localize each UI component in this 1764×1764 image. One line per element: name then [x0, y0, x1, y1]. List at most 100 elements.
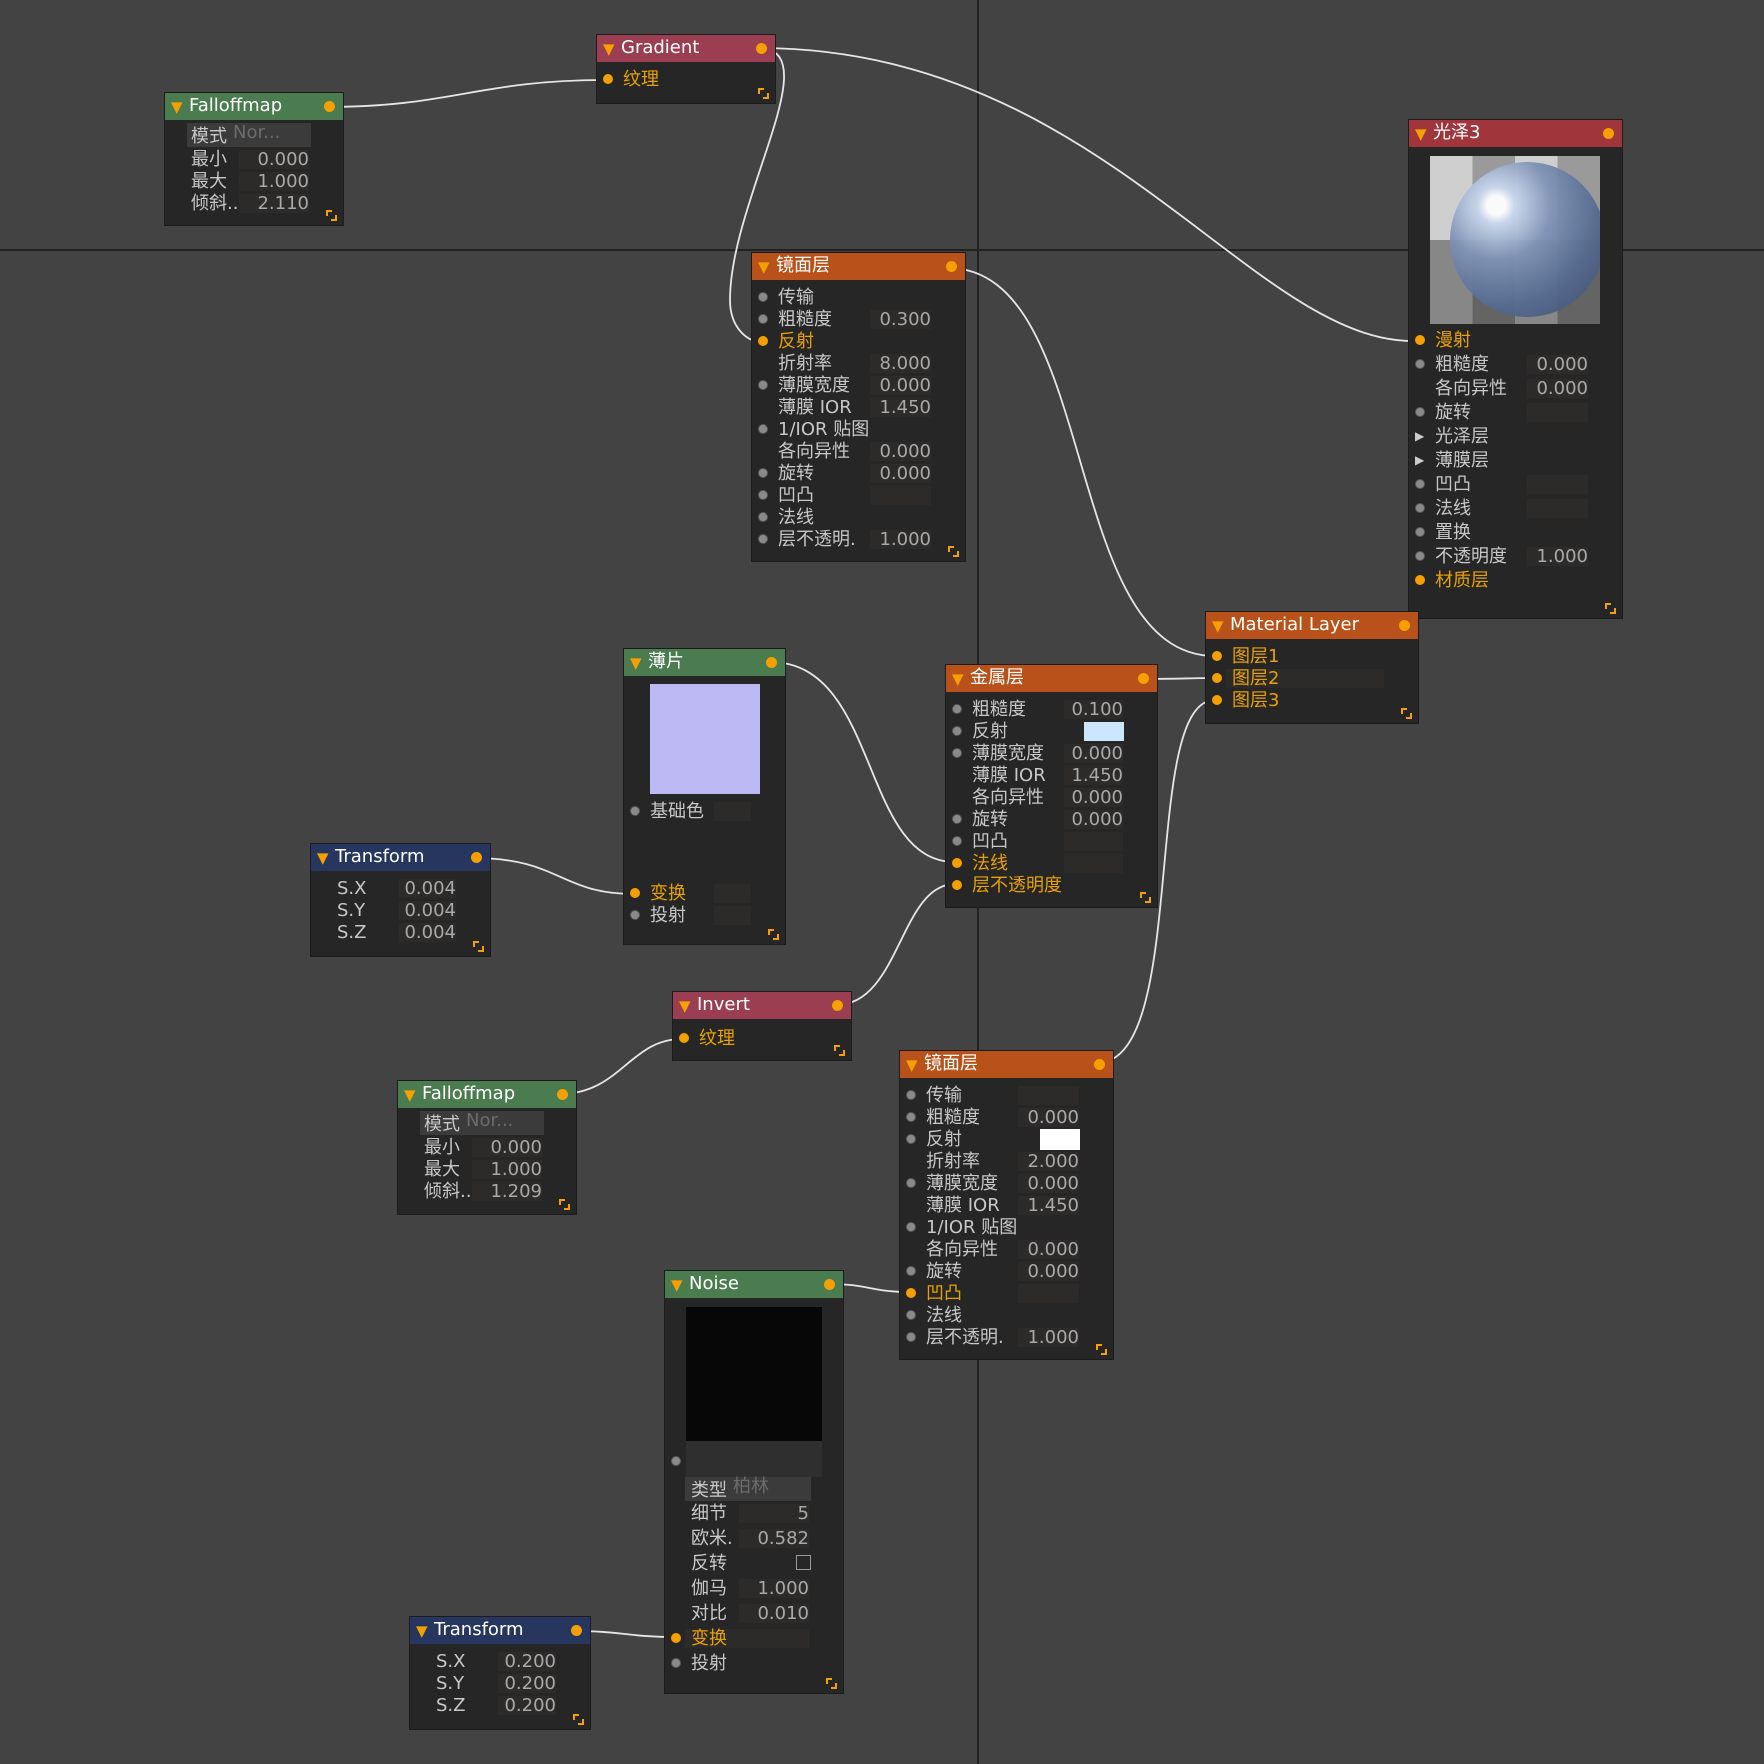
rotation-field[interactable] [1018, 1262, 1079, 1281]
input-port[interactable] [1415, 407, 1425, 417]
input-port[interactable] [906, 1134, 916, 1144]
input-port[interactable] [1415, 575, 1425, 585]
node-header[interactable]: ▼ Invert [673, 992, 851, 1019]
output-port[interactable] [832, 1000, 843, 1011]
collapse-triangle-icon[interactable]: ▼ [171, 98, 183, 116]
input-port[interactable] [1415, 551, 1425, 561]
reflect-color-swatch[interactable] [1040, 1129, 1080, 1150]
param-label[interactable]: 光泽层 [1435, 426, 1489, 447]
input-port[interactable] [906, 1332, 916, 1342]
reflect-color-swatch[interactable] [1084, 722, 1124, 741]
ior-field[interactable] [870, 354, 931, 373]
param-label[interactable]: 薄膜层 [1435, 450, 1489, 471]
collapse-triangle-icon[interactable]: ▼ [416, 1622, 428, 1640]
gamma-field[interactable] [739, 1579, 809, 1598]
input-port[interactable] [758, 424, 768, 434]
output-port[interactable] [571, 1625, 582, 1636]
collapse-triangle-icon[interactable]: ▼ [1415, 125, 1427, 143]
min-field[interactable] [239, 150, 309, 169]
input-port[interactable] [952, 726, 962, 736]
tilt-field[interactable] [472, 1182, 542, 1201]
film-width-field[interactable] [1018, 1174, 1079, 1193]
output-port[interactable] [1399, 620, 1410, 631]
expand-icon[interactable] [1605, 603, 1616, 614]
collapse-triangle-icon[interactable]: ▼ [404, 1086, 416, 1104]
expand-icon[interactable] [834, 1045, 845, 1056]
collapse-triangle-icon[interactable]: ▼ [906, 1056, 918, 1074]
texture-input-port[interactable] [603, 74, 613, 84]
opacity-field[interactable] [1527, 547, 1588, 566]
sx-field[interactable] [399, 879, 456, 898]
expand-icon[interactable] [573, 1714, 584, 1725]
input-port[interactable] [758, 336, 768, 346]
collapse-triangle-icon[interactable]: ▼ [952, 670, 964, 688]
roughness-field[interactable] [1527, 355, 1588, 374]
base-color-field[interactable] [714, 802, 751, 821]
normal-field[interactable] [1064, 854, 1123, 873]
min-field[interactable] [472, 1138, 542, 1157]
transform-field[interactable] [685, 1629, 809, 1648]
collapse-triangle-icon[interactable]: ▼ [758, 258, 770, 276]
node-header[interactable]: ▼ Noise [665, 1271, 843, 1298]
film-width-field[interactable] [870, 376, 931, 395]
node-material-layer[interactable]: ▼ Material Layer 图层1 图层2 图层3 [1205, 611, 1419, 724]
expand-icon[interactable] [473, 941, 484, 952]
input-port[interactable] [758, 292, 768, 302]
roughness-field[interactable] [1018, 1108, 1079, 1127]
input-port[interactable] [952, 748, 962, 758]
max-field[interactable] [239, 172, 309, 191]
expand-icon[interactable] [1401, 708, 1412, 719]
input-port[interactable] [1415, 527, 1425, 537]
rotation-field[interactable] [870, 464, 931, 483]
collapse-triangle-icon[interactable]: ▼ [630, 654, 642, 672]
collapse-triangle-icon[interactable]: ▼ [1212, 617, 1224, 635]
input-port[interactable] [671, 1658, 681, 1668]
anisotropy-field[interactable] [870, 442, 931, 461]
input-port[interactable] [906, 1266, 916, 1276]
mode-dropdown[interactable] [187, 123, 311, 147]
output-port[interactable] [557, 1089, 568, 1100]
input-port[interactable] [906, 1178, 916, 1188]
input-port[interactable] [671, 1456, 681, 1466]
collapse-triangle-icon[interactable]: ▼ [671, 1276, 683, 1294]
expand-icon[interactable] [758, 88, 769, 99]
input-port[interactable] [952, 704, 962, 714]
tilt-field[interactable] [239, 194, 309, 213]
mode-dropdown[interactable] [420, 1111, 544, 1135]
expand-icon[interactable] [1096, 1344, 1107, 1355]
node-gradient[interactable]: ▼ Gradient 纹理 [596, 34, 776, 104]
output-port[interactable] [946, 261, 957, 272]
input-port[interactable] [671, 1633, 681, 1643]
bump-field[interactable] [1064, 832, 1123, 851]
output-port[interactable] [1603, 128, 1614, 139]
node-header[interactable]: ▼ 镜面层 [752, 253, 965, 280]
collapse-triangle-icon[interactable]: ▼ [603, 40, 615, 58]
collapse-triangle-icon[interactable]: ▼ [317, 849, 329, 867]
anisotropy-field[interactable] [1527, 379, 1588, 398]
node-header[interactable]: ▼ Gradient [597, 35, 775, 62]
node-header[interactable]: ▼ 金属层 [946, 665, 1157, 692]
input-port[interactable] [952, 858, 962, 868]
output-port[interactable] [1094, 1059, 1105, 1070]
input-port[interactable] [758, 380, 768, 390]
input-port[interactable] [1415, 479, 1425, 489]
layer-3-port[interactable] [1212, 695, 1222, 705]
input-port[interactable] [906, 1222, 916, 1232]
layer-2-field[interactable] [1226, 669, 1384, 688]
invert-checkbox[interactable] [796, 1555, 811, 1570]
node-invert[interactable]: ▼ Invert 纹理 [672, 991, 852, 1061]
output-port[interactable] [824, 1279, 835, 1290]
input-port[interactable] [1415, 359, 1425, 369]
sz-field[interactable] [399, 923, 456, 942]
sz-field[interactable] [498, 1696, 556, 1715]
node-header[interactable]: ▼ 镜面层 [900, 1051, 1113, 1078]
anisotropy-field[interactable] [1018, 1240, 1079, 1259]
